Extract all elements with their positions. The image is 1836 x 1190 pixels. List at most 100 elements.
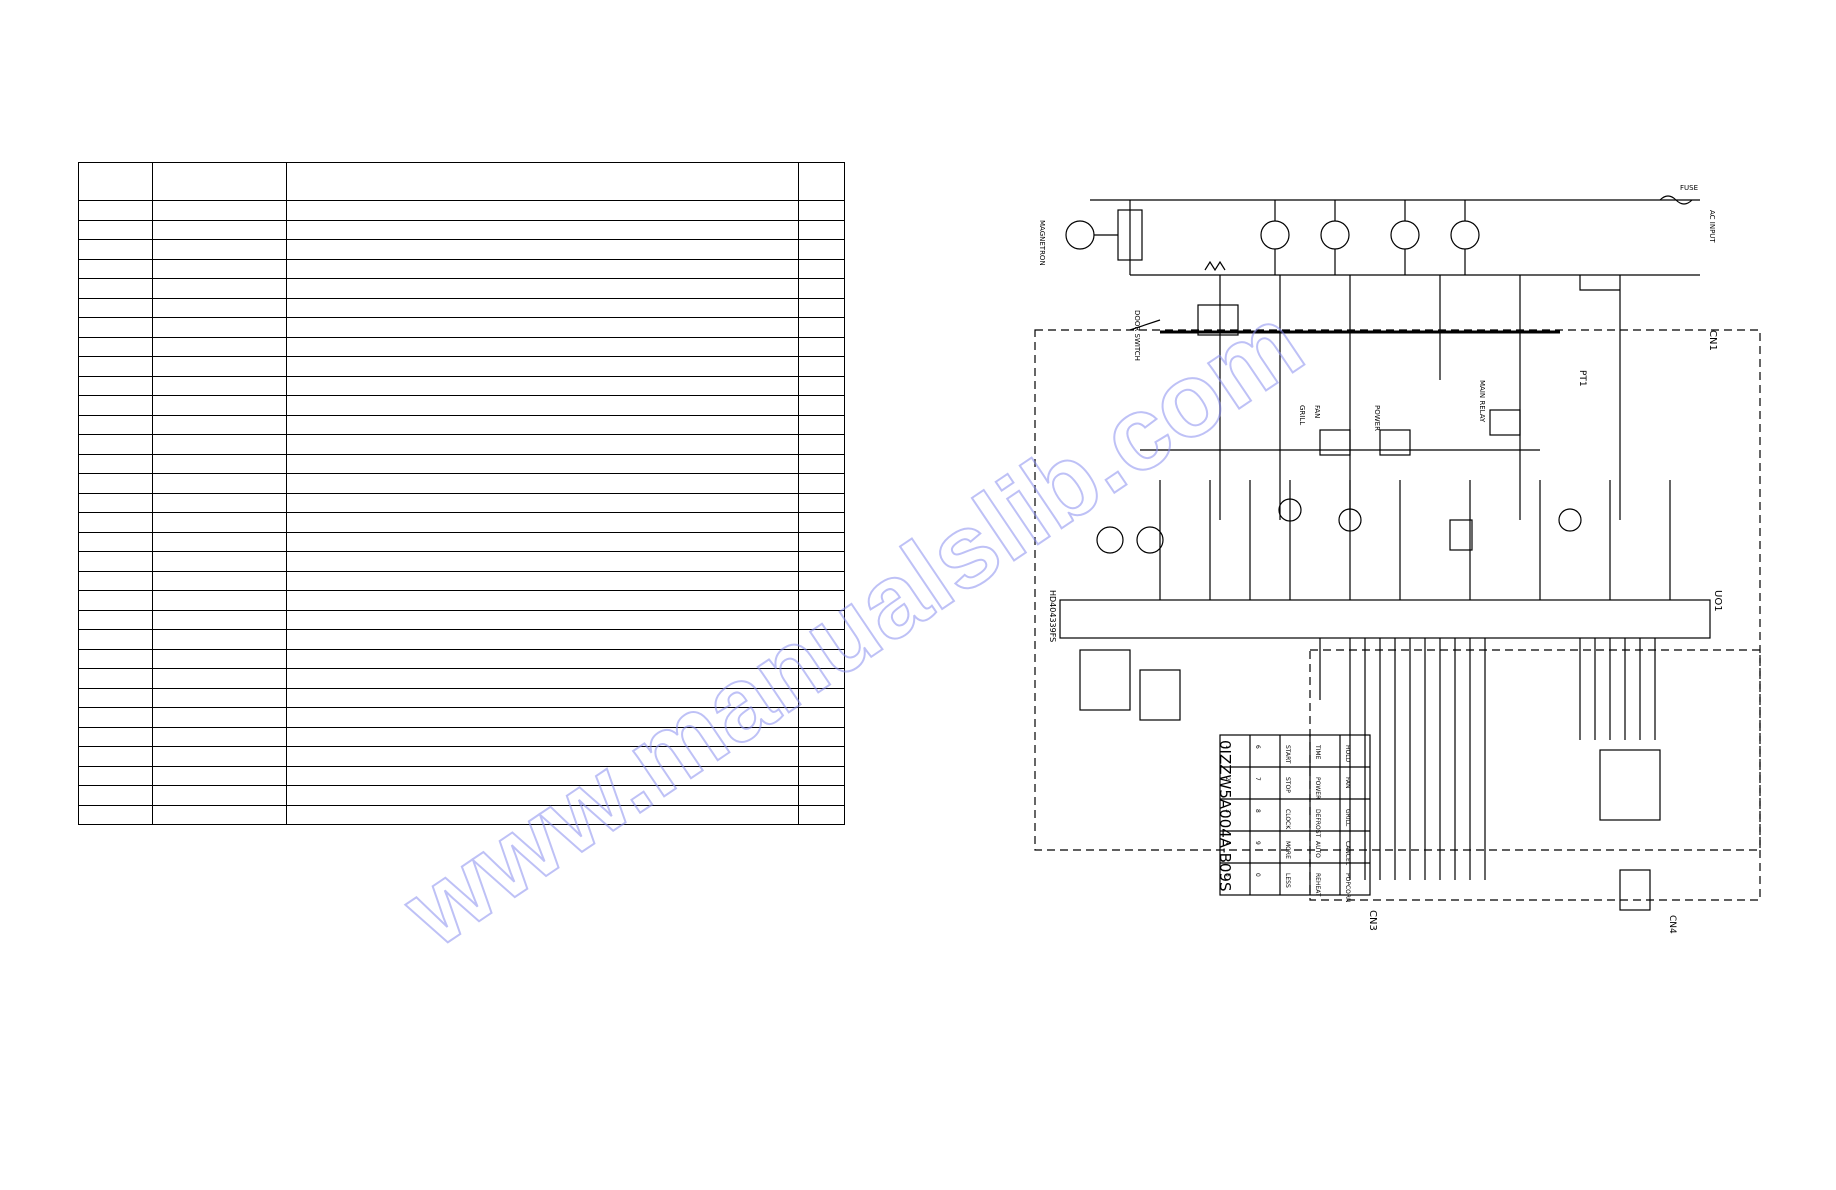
table-cell xyxy=(152,707,287,728)
table-cell xyxy=(78,239,153,260)
table-cell xyxy=(286,434,799,455)
buzzer-block xyxy=(1139,669,1181,721)
table-row xyxy=(78,278,845,299)
table-cell xyxy=(286,746,799,767)
table-cell xyxy=(78,687,153,708)
table-cell xyxy=(78,356,153,377)
table-cell xyxy=(798,512,845,533)
table-cell xyxy=(78,414,153,435)
relay-ry4 xyxy=(1197,304,1239,336)
microcontroller-uo1 xyxy=(1059,599,1711,639)
table-cell xyxy=(798,200,845,221)
key-label: REHEAT xyxy=(1314,873,1321,897)
table-cell xyxy=(78,512,153,533)
table-cell xyxy=(286,804,799,825)
table-cell xyxy=(152,609,287,630)
table-cell xyxy=(78,726,153,747)
door-switch-label: DOOR SWITCH xyxy=(1133,310,1141,361)
table-cell xyxy=(286,375,799,396)
table-cell xyxy=(78,668,153,689)
table-cell xyxy=(798,356,845,377)
table-row xyxy=(78,473,845,494)
table-cell xyxy=(798,765,845,786)
key-label: FAN xyxy=(1344,777,1351,789)
table-cell xyxy=(286,258,799,279)
table-cell xyxy=(78,590,153,611)
table-cell xyxy=(798,707,845,728)
table-cell xyxy=(152,531,287,552)
circuit-schematic: MAGNETRON AC INPUT FUSE DOOR SWITCH MAIN… xyxy=(1034,184,1761,934)
table-row xyxy=(78,512,845,533)
table-cell xyxy=(78,297,153,318)
table-cell xyxy=(286,297,799,318)
table-cell xyxy=(798,297,845,318)
table-row xyxy=(78,570,845,591)
table-cell xyxy=(152,492,287,513)
table-cell xyxy=(798,414,845,435)
table-row xyxy=(78,609,845,630)
table-cell xyxy=(152,668,287,689)
table-cell xyxy=(152,317,287,338)
table-cell xyxy=(78,434,153,455)
table-cell xyxy=(798,570,845,591)
table-cell xyxy=(152,648,287,669)
key-label: 7 xyxy=(1254,777,1261,781)
power-relay-label: POWER xyxy=(1373,405,1381,431)
table-cell xyxy=(286,395,799,416)
key-label: CANCEL xyxy=(1344,841,1351,866)
magnetron-label: MAGNETRON xyxy=(1038,220,1046,266)
table-cell xyxy=(286,668,799,689)
table-row xyxy=(78,219,845,240)
table-cell xyxy=(78,629,153,650)
table-body xyxy=(78,200,845,825)
fan-label: FAN xyxy=(1313,405,1321,418)
key-label: GRILL xyxy=(1344,809,1351,827)
table-cell xyxy=(798,531,845,552)
key-label: CLOCK xyxy=(1284,809,1291,830)
table-cell xyxy=(152,297,287,318)
table-row xyxy=(78,356,845,377)
key-label: HOLD xyxy=(1344,745,1351,763)
relay-ry1 xyxy=(1489,409,1521,436)
table-row xyxy=(78,590,845,611)
table-cell xyxy=(286,648,799,669)
op-amp-block xyxy=(1599,749,1661,821)
table-row xyxy=(78,531,845,552)
table-cell xyxy=(286,336,799,357)
table-header-cell xyxy=(798,162,845,201)
transistor-q3 xyxy=(1278,498,1302,522)
table-cell xyxy=(798,609,845,630)
part-number-label: 0IZZW5A004A-B09S xyxy=(1216,740,1234,892)
transistor-q4 xyxy=(1338,508,1362,532)
table-cell xyxy=(152,395,287,416)
key-label: POPCORN xyxy=(1344,873,1351,903)
key-matrix-outline xyxy=(1219,734,1371,896)
ic-label: UO1 xyxy=(1712,590,1723,612)
table-row xyxy=(78,746,845,767)
table-cell xyxy=(78,746,153,767)
table-row xyxy=(78,765,845,786)
crystal-oscillator xyxy=(1449,519,1473,551)
key-label: 4 xyxy=(1224,841,1231,845)
table-cell xyxy=(286,609,799,630)
table-cell xyxy=(798,687,845,708)
table-cell xyxy=(152,356,287,377)
table-row xyxy=(78,414,845,435)
table-cell xyxy=(78,219,153,240)
table-cell xyxy=(152,785,287,806)
table-cell xyxy=(286,629,799,650)
table-cell xyxy=(78,765,153,786)
table-cell xyxy=(152,570,287,591)
table-cell xyxy=(78,551,153,572)
table-cell xyxy=(286,726,799,747)
table-row xyxy=(78,668,845,689)
table-row xyxy=(78,726,845,747)
table-cell xyxy=(152,746,287,767)
heater-symbol xyxy=(1204,260,1226,272)
table-cell xyxy=(798,785,845,806)
table-row xyxy=(78,551,845,572)
table-cell xyxy=(286,492,799,513)
table-cell xyxy=(152,375,287,396)
key-label: TIME xyxy=(1314,744,1321,760)
key-label: 2 xyxy=(1224,777,1231,781)
